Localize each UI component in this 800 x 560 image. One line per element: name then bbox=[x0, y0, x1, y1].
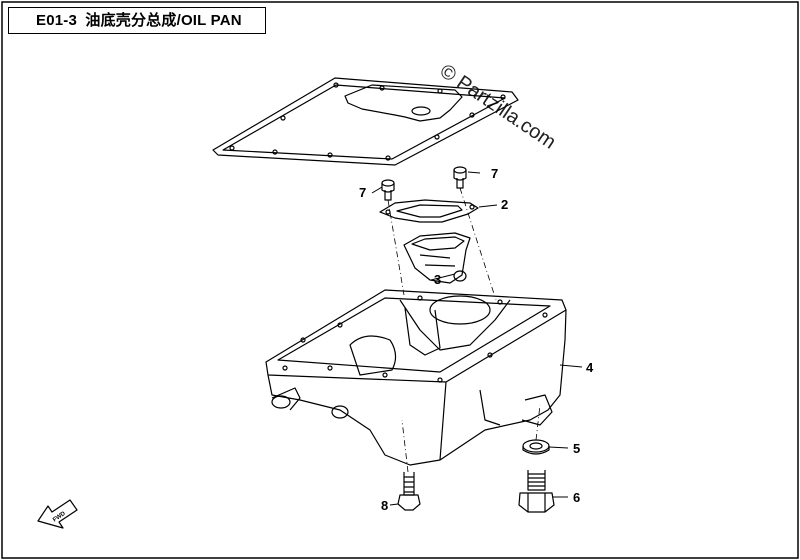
title-code: E01-3 bbox=[36, 12, 78, 29]
oil-pan bbox=[265, 289, 567, 466]
flange-bolt-right bbox=[453, 166, 467, 189]
drain-washer bbox=[522, 439, 550, 455]
callout-8: 8 bbox=[381, 498, 389, 513]
oil-pan-gasket bbox=[212, 77, 519, 166]
callout-6: 6 bbox=[573, 490, 581, 505]
title-name: 油底壳分总成/OIL PAN bbox=[85, 12, 242, 29]
oil-strainer bbox=[403, 232, 471, 284]
callout-4: 4 bbox=[586, 360, 594, 375]
callout-7-right: 7 bbox=[491, 166, 499, 181]
fwd-arrow bbox=[37, 499, 78, 529]
callout-2: 2 bbox=[501, 197, 509, 212]
callout-5: 5 bbox=[573, 441, 581, 456]
leader-lines bbox=[371, 171, 583, 506]
pan-bolt bbox=[397, 472, 421, 511]
strainer-gasket bbox=[379, 199, 479, 223]
drain-bolt bbox=[518, 470, 555, 513]
diagram-title: E01-3 油底壳分总成/OIL PAN bbox=[8, 7, 266, 34]
flange-bolt-left bbox=[381, 179, 395, 201]
callout-3: 3 bbox=[434, 272, 442, 287]
callout-7-left: 7 bbox=[359, 185, 367, 200]
